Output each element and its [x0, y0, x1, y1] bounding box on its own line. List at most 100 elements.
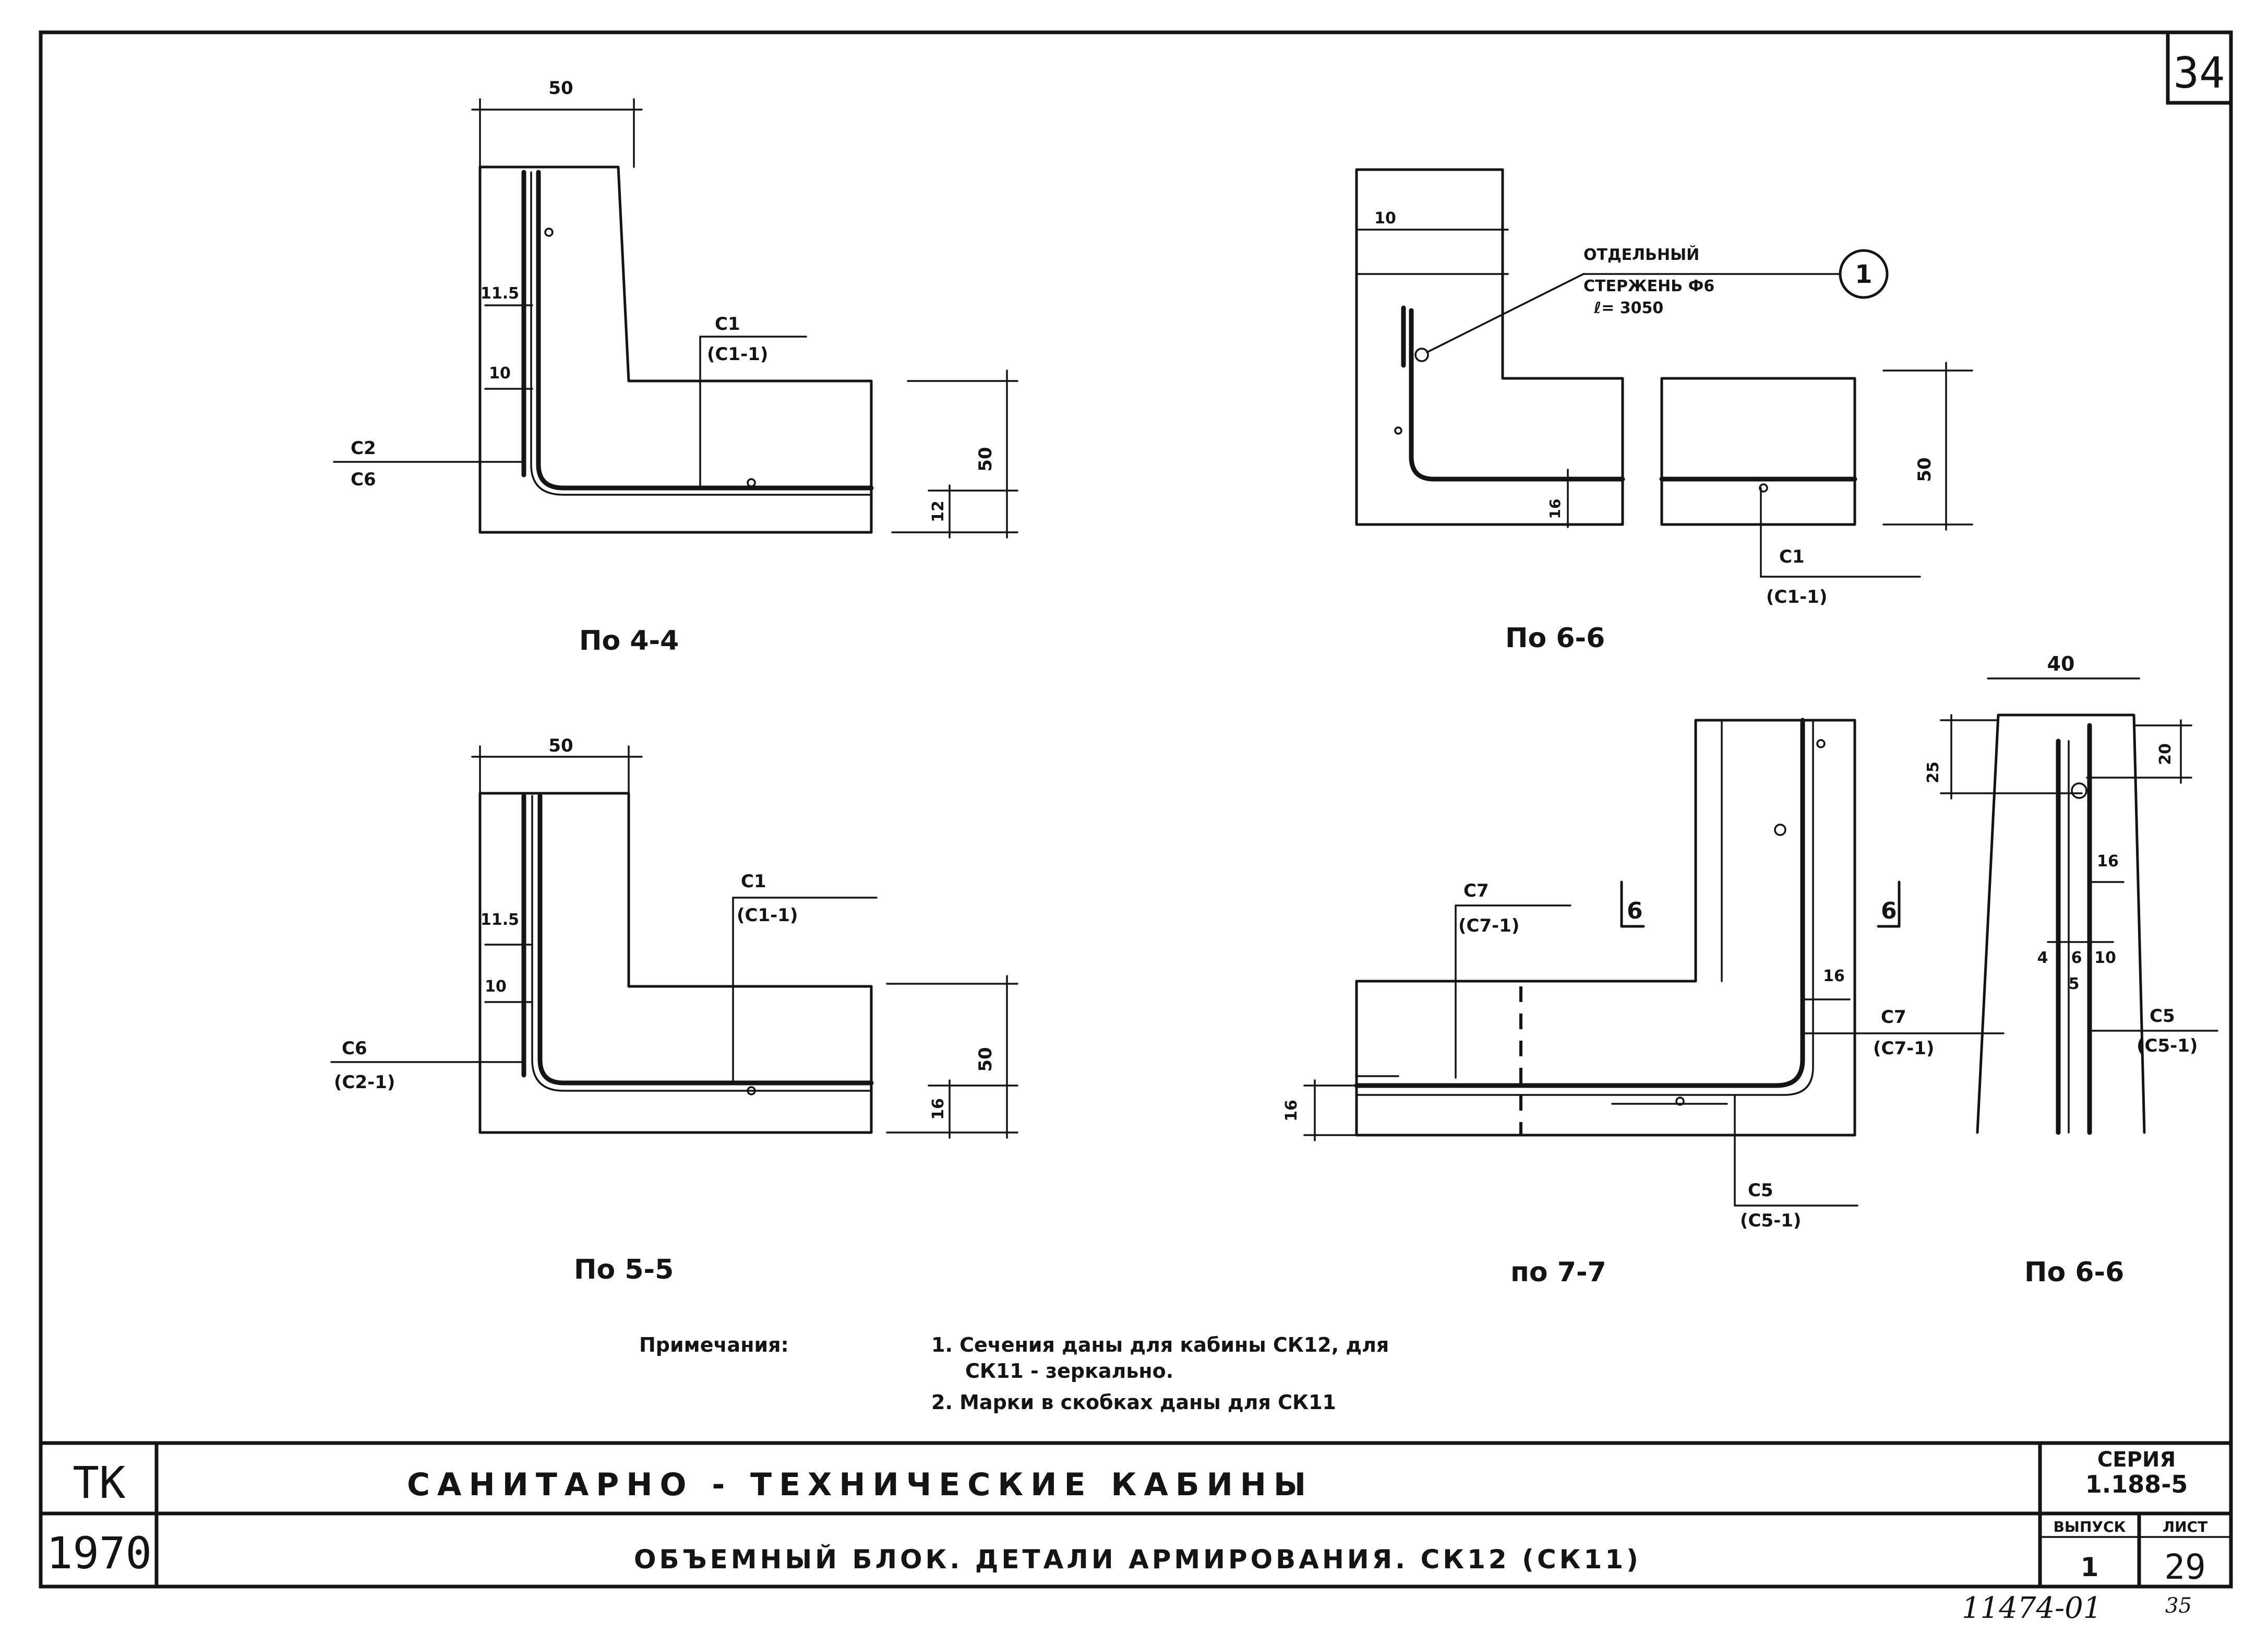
view-title: По 4-4 [579, 625, 679, 657]
rebar-inner [531, 795, 872, 1092]
cut-label-left: 6 [1627, 898, 1643, 924]
year: 1970 [46, 1528, 152, 1579]
dim-low: 16 [1282, 1100, 1301, 1122]
mark-top: С1 [741, 871, 766, 892]
sheet-label: ЛИСТ [2163, 1518, 2207, 1535]
dim-top: 50 [548, 78, 573, 99]
dim-a: 11.5 [481, 284, 519, 303]
view-title: По 6-6 [2024, 1257, 2124, 1288]
view-5-5: 50 11.5 10 50 16 С1 (С1-1) С6 (С2-1) По … [330, 735, 1018, 1285]
view-7-7: 6 6 16 16 С7 (С7-1) С7 (С7-1) С5 (С5-1) … [1282, 718, 2005, 1288]
rebar-point [1394, 426, 1402, 435]
mark-top: С7 [1463, 880, 1489, 901]
mark-right-bot: (С7-1) [1873, 1038, 1934, 1059]
dim-4: 4 [2037, 949, 2048, 967]
rebar-inner [1355, 719, 1814, 1096]
concrete-outline [1355, 719, 1856, 1137]
dim-height: 50 [975, 1047, 996, 1071]
cut-label-right: 6 [1881, 898, 1897, 924]
rebar-point [1759, 483, 1768, 493]
concrete-outline-right [1660, 377, 1856, 526]
rebar [1354, 718, 1805, 1088]
view-title: По 5-5 [574, 1254, 674, 1285]
footer-page: 35 [2165, 1594, 2192, 1618]
concrete-outline [1976, 713, 2146, 1134]
dim-6: 6 [2071, 949, 2082, 967]
dim-top: 40 [2047, 652, 2075, 675]
mark-left-bot: С6 [351, 469, 376, 490]
rebar-point [2071, 782, 2087, 799]
dim-height: 50 [1914, 457, 1935, 482]
concrete-outline [478, 165, 873, 534]
mark-bot: (С5-1) [2137, 1035, 2198, 1056]
rebar-point [1774, 824, 1786, 836]
series-label: СЕРИЯ [2097, 1448, 2176, 1472]
view-title: по 7-7 [1510, 1257, 1606, 1288]
sheet-number: 34 [2174, 49, 2225, 98]
mark-bottom-top: С5 [1748, 1180, 1773, 1201]
mark-bot: (С1-1) [707, 344, 768, 365]
dim-right: 20 [2156, 743, 2175, 765]
dim-10: 10 [2094, 949, 2116, 967]
dim-top: 10 [1374, 209, 1396, 228]
rebar-inner [530, 171, 872, 496]
note-line1: ОТДЕЛЬНЫЙ [1583, 245, 1699, 264]
title-block: ТК 1970 САНИТАРНО - ТЕХНИЧЕСКИЕ КАБИНЫ О… [41, 1441, 2232, 1587]
mark-bot: (С1-1) [737, 905, 798, 926]
notes-line2: СК11 - зеркально. [965, 1360, 1173, 1382]
archive-number: 11474-01 [1962, 1591, 2102, 1625]
sheet-number-box [2166, 30, 2233, 105]
rebar-point [1675, 1096, 1685, 1106]
notes-line3: 2. Марки в скобках даны для СК11 [931, 1391, 1336, 1414]
dim-right: 16 [1823, 967, 1845, 985]
org-code: ТК [73, 1457, 126, 1508]
rebar-point [747, 478, 756, 487]
notes-line1: 1. Сечения даны для кабины СК12, для [931, 1333, 1389, 1356]
dim-left: 25 [1924, 761, 1942, 783]
view-title: По 6-6 [1505, 623, 1605, 654]
notes: Примечания: 1. Сечения даны для кабины С… [639, 1333, 1389, 1414]
dim-b: 10 [485, 978, 507, 996]
notes-heading: Примечания: [639, 1333, 789, 1356]
mark-bot: (С1-1) [1766, 587, 1827, 607]
dim-height: 50 [975, 447, 996, 471]
sub-title: ОБЪЕМНЫЙ БЛОК. ДЕТАЛИ АРМИРОВАНИЯ. СК12 … [634, 1544, 1641, 1575]
view-6-6-section: 40 25 20 16 4 6 10 5 С5 (С5-1) По 6-6 [1924, 652, 2218, 1288]
mark-top: С1 [715, 314, 740, 335]
view-4-4: 50 11.5 10 50 12 С1 (С1-1) С2 С6 По 4-4 [333, 78, 1018, 657]
issue-label: ВЫПУСК [2054, 1518, 2126, 1535]
rebar-point [747, 1086, 756, 1095]
dim-top: 50 [548, 735, 573, 756]
mark-bot: (С7-1) [1458, 915, 1519, 936]
rebar [537, 793, 874, 1086]
sheet-value: 29 [2164, 1547, 2205, 1587]
dim-mid: 16 [2097, 852, 2119, 871]
dim-a: 11.5 [481, 911, 519, 929]
mark-bottom-bot: (С5-1) [1740, 1210, 1801, 1231]
main-title: САНИТАРНО - ТЕХНИЧЕСКИЕ КАБИНЫ [407, 1467, 1313, 1503]
mark-left-top: С6 [342, 1038, 367, 1059]
rebar [1409, 308, 1625, 482]
dim-low: 16 [929, 1098, 947, 1120]
rebar [536, 170, 874, 491]
series-value: 1.188-5 [2085, 1470, 2188, 1498]
mark-top: С1 [1779, 546, 1805, 567]
callout-circle [1839, 249, 1889, 299]
dim-low: 12 [929, 500, 947, 522]
view-6-6: 10 ОТДЕЛЬНЫЙ СТЕРЖЕНЬ Ф6 ℓ= 3050 1 50 16… [1355, 168, 1973, 654]
mark-left-bot: (С2-1) [334, 1072, 395, 1093]
mark-left-top: С2 [351, 438, 376, 459]
sheet-border [39, 30, 2233, 1589]
rebar-point [1816, 739, 1826, 748]
rebar-point [1414, 348, 1429, 362]
mark-top: С5 [2150, 1006, 2175, 1027]
issue-value: 1 [2081, 1552, 2099, 1582]
dim-b: 10 [489, 364, 511, 383]
dim-low: 16 [1546, 499, 1564, 519]
concrete-outline [1355, 168, 1624, 526]
dim-5: 5 [2069, 975, 2080, 993]
rebar-point [544, 228, 554, 237]
note-line3: ℓ= 3050 [1593, 299, 1663, 317]
callout-number: 1 [1855, 260, 1872, 289]
